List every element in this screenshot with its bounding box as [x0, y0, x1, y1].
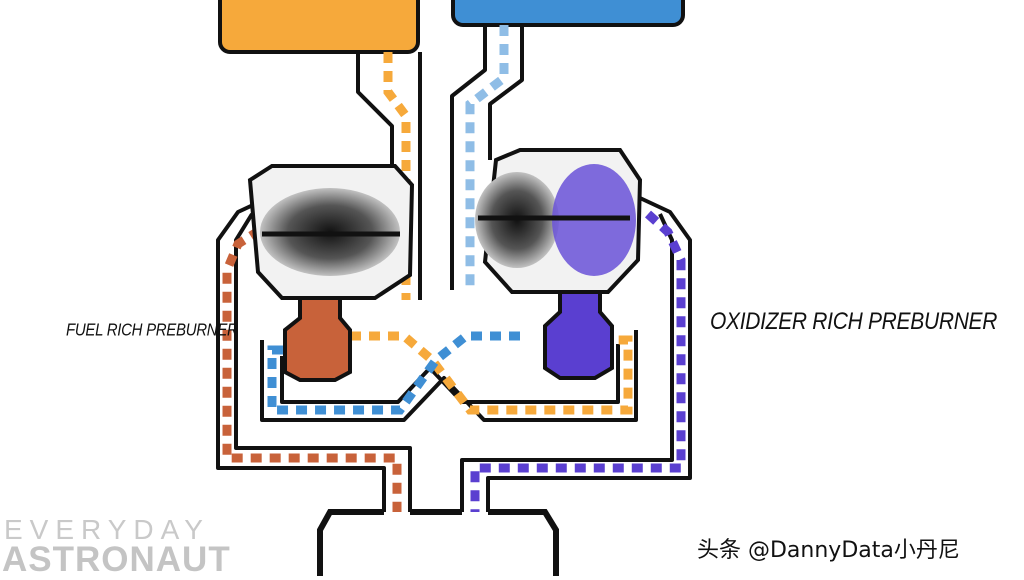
oxidizer-tank	[451, 0, 685, 27]
watermark-line2: ASTRONAUT	[2, 540, 231, 579]
fuel-feed-line-outline	[356, 52, 422, 300]
fuel-rich-turbopump	[247, 164, 415, 300]
fuel-crossover-flow	[350, 331, 633, 415]
pipe-outlines	[216, 25, 692, 512]
oxidizer-rich-preburner	[543, 290, 614, 380]
main-combustion-chamber	[317, 509, 559, 576]
fuel-rich-preburner-label: FUEL RICH PREBURNER	[66, 320, 238, 341]
oxidizer-feed-flow	[465, 25, 509, 290]
oxidizer-crossover-flow	[267, 331, 520, 415]
oxidizer-rich-turbopump	[475, 148, 643, 294]
propellant-flows	[222, 25, 686, 512]
oxidizer-rich-flow	[470, 210, 686, 512]
oxidizer-rich-preburner-label: OXIDIZER RICH PREBURNER	[710, 308, 998, 335]
watermark-line1: EVERYDAY	[4, 514, 210, 545]
fuel-rich-preburner	[283, 296, 352, 382]
fuel-rich-flow	[222, 226, 402, 512]
credit-text: 头条 @DannyData小丹尼	[697, 538, 960, 563]
oxidizer-feed-line-outline	[450, 25, 524, 290]
fuel-rich-outer-loop-outline	[216, 196, 412, 512]
fuel-tank	[218, 0, 420, 54]
